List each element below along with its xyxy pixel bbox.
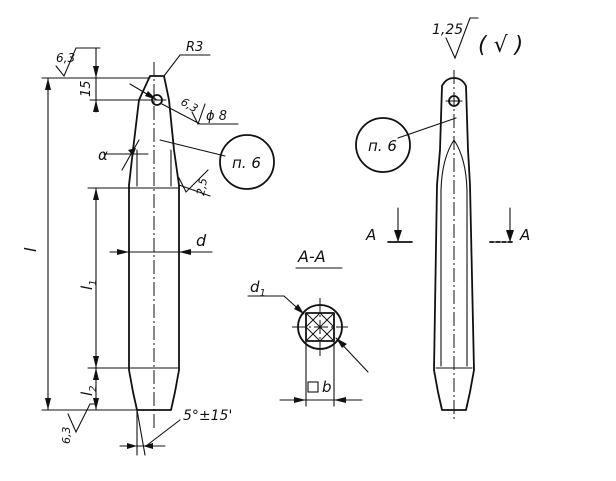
label-phi8: ϕ 8: [206, 109, 227, 124]
side-view: 1,25 ( √ ) п. 6 А А: [355, 17, 530, 420]
front-view: [128, 62, 180, 430]
label-l2: l2: [78, 385, 99, 396]
dim-l2: l2: [78, 367, 99, 411]
label-angle: 5°±15': [183, 408, 232, 424]
dim-l: l: [21, 77, 151, 411]
label-d1-sub: 1: [260, 288, 266, 299]
roughness-side: 2,5: [178, 169, 211, 197]
note-p6-left: п. 6: [159, 134, 275, 190]
roughness-bottom: 6,3: [60, 403, 97, 445]
alpha-callout: α: [98, 139, 149, 171]
label-l1: l1: [78, 279, 99, 290]
label-rough-side: 2,5: [194, 177, 210, 196]
label-15: 15: [79, 80, 94, 97]
label-l1-sub: 1: [88, 279, 99, 285]
label-rough-main: 1,25: [432, 22, 463, 38]
label-rough-hole: 6,3: [179, 95, 201, 115]
label-cut-a-right: А: [519, 226, 530, 244]
dim-d: d: [109, 231, 213, 255]
label-p6-right: п. 6: [368, 137, 397, 155]
roughness-top: 6,3: [55, 47, 101, 78]
side-contour: [433, 77, 475, 411]
section-title: А-А: [297, 247, 326, 266]
label-p6-left: п. 6: [232, 154, 261, 172]
label-alpha: α: [98, 146, 108, 164]
label-l2-main: l: [78, 391, 96, 396]
dim-l1: l1: [78, 187, 130, 369]
label-d: d: [196, 231, 207, 250]
label-b: b: [322, 378, 332, 396]
label-cut-a-left: А: [365, 226, 376, 244]
label-r3: R3: [186, 40, 203, 55]
hole-callout: 6,3 ϕ 8: [129, 83, 239, 126]
square-symbol: [307, 381, 319, 393]
label-l1-main: l: [78, 285, 96, 290]
label-rough-bottom: 6,3: [60, 427, 73, 445]
label-rough-paren: ( √ ): [478, 33, 523, 58]
label-d1: d1: [250, 278, 266, 299]
front-contour: [128, 75, 180, 411]
r3-leader: R3: [163, 40, 211, 77]
dim-15: 15: [79, 47, 149, 113]
section-aa: А-А d1 b: [247, 247, 369, 407]
label-l2-sub: 2: [88, 385, 99, 391]
label-l: l: [21, 247, 40, 252]
angle-callout: 5°±15': [119, 408, 232, 456]
label-d1-main: d: [250, 278, 260, 296]
label-rough-top: 6,3: [56, 51, 75, 65]
